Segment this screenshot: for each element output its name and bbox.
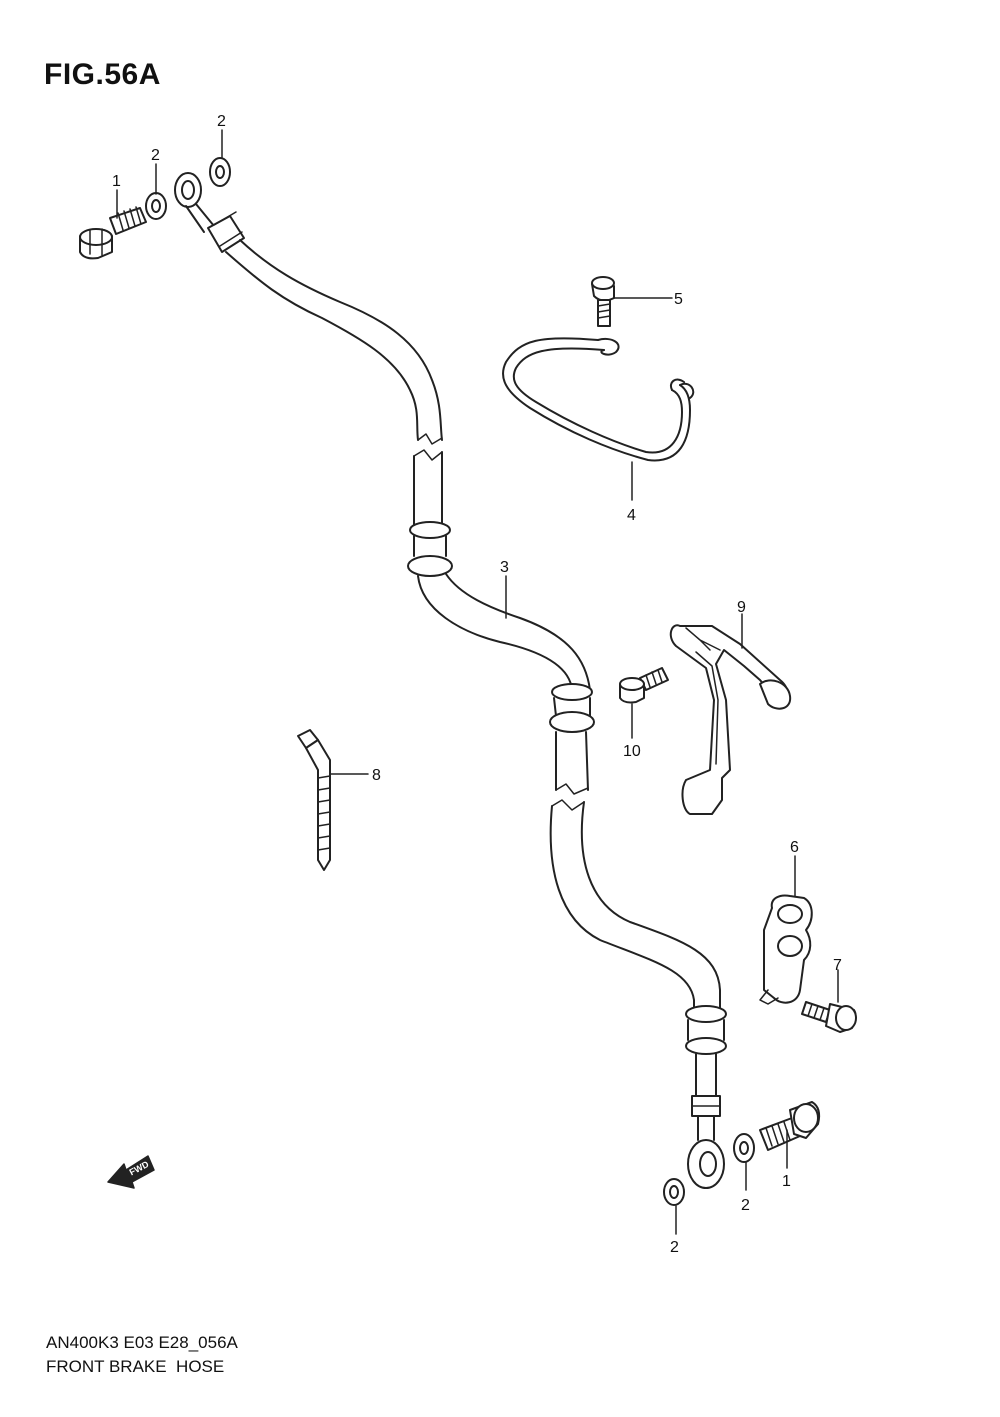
callout-2-top-left: 2 xyxy=(151,147,160,164)
bracket-9 xyxy=(669,624,792,815)
callout-7: 7 xyxy=(833,957,842,974)
callout-9: 9 xyxy=(737,599,746,616)
callout-5: 5 xyxy=(674,291,683,308)
figure-code: AN400K3 E03 E28_056A xyxy=(46,1333,238,1352)
figure-name: FRONT BRAKE HOSE xyxy=(46,1357,225,1376)
washer-bottom-right xyxy=(733,1133,755,1163)
banjo-bolt-top xyxy=(79,206,147,260)
washer-top-left xyxy=(145,192,167,220)
cable-tie-8 xyxy=(297,729,331,871)
clamp-6 xyxy=(759,894,813,1005)
callout-3: 3 xyxy=(500,559,509,576)
forward-arrow-icon: FWD xyxy=(107,1155,155,1189)
wire-guide-4 xyxy=(502,337,695,462)
banjo-bolt-bottom xyxy=(759,1101,821,1151)
figure-title: FIG.56A xyxy=(44,58,161,91)
brake-hose xyxy=(174,172,727,1189)
callout-1-top: 1 xyxy=(112,173,121,190)
bolt-5 xyxy=(591,276,615,327)
bolt-7 xyxy=(801,1001,857,1033)
callout-6: 6 xyxy=(790,839,799,856)
leader-lines xyxy=(116,129,839,1235)
washer-top-right xyxy=(209,157,231,187)
callout-1-bottom: 1 xyxy=(782,1173,791,1190)
washer-bottom-left xyxy=(663,1178,685,1206)
callout-4: 4 xyxy=(627,507,636,524)
callout-2-bottom-left: 2 xyxy=(670,1239,679,1256)
callout-2-bottom-right: 2 xyxy=(741,1197,750,1214)
callout-8: 8 xyxy=(372,767,381,784)
bolt-10 xyxy=(619,667,669,704)
callout-10: 10 xyxy=(623,743,641,760)
callout-2-top-right: 2 xyxy=(217,113,226,130)
